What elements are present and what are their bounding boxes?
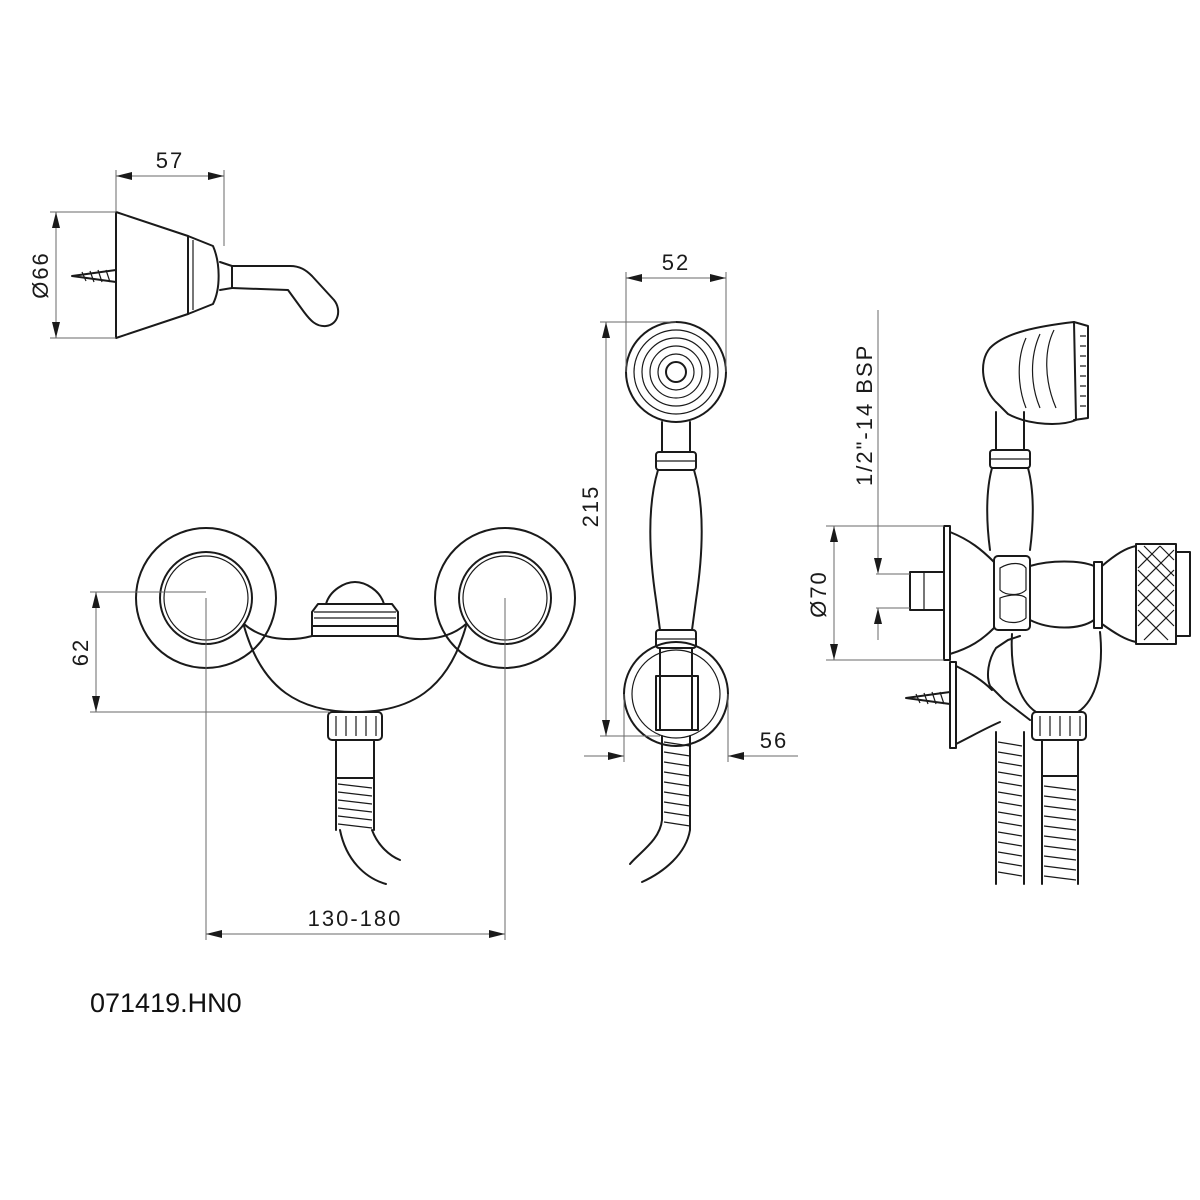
mixer-view (135, 527, 576, 885)
dim-57-label: 57 (156, 148, 184, 173)
product-code: 071419.HN0 (90, 988, 242, 1018)
dimension-handshower-depth: 56 (584, 694, 798, 762)
dim-70-label: Ø70 (806, 570, 831, 618)
dim-52-label: 52 (662, 250, 690, 275)
dim-62-label: 62 (68, 638, 93, 666)
thread-label: 1/2"-14 BSP (852, 344, 877, 486)
dimension-holder-width: 57 (115, 148, 225, 246)
dimension-handshower-width: 52 (625, 250, 727, 372)
dim-66-label: Ø66 (28, 251, 53, 299)
dimension-holder-diameter: Ø66 (28, 211, 116, 339)
dimension-mixer-height: 62 (68, 591, 330, 713)
dimension-thread: 1/2"-14 BSP (852, 310, 910, 640)
dim-215-label: 215 (578, 485, 603, 528)
dimension-flange-diameter: Ø70 (806, 525, 944, 661)
dim-130-180-label: 130-180 (308, 906, 403, 931)
dim-56-label: 56 (760, 728, 788, 753)
handshower-front-view (623, 321, 729, 883)
wall-holder-view (71, 211, 340, 339)
dimension-handshower-length: 215 (578, 321, 676, 737)
dimension-mixer-centers: 130-180 (205, 598, 506, 940)
side-view (905, 321, 1191, 885)
